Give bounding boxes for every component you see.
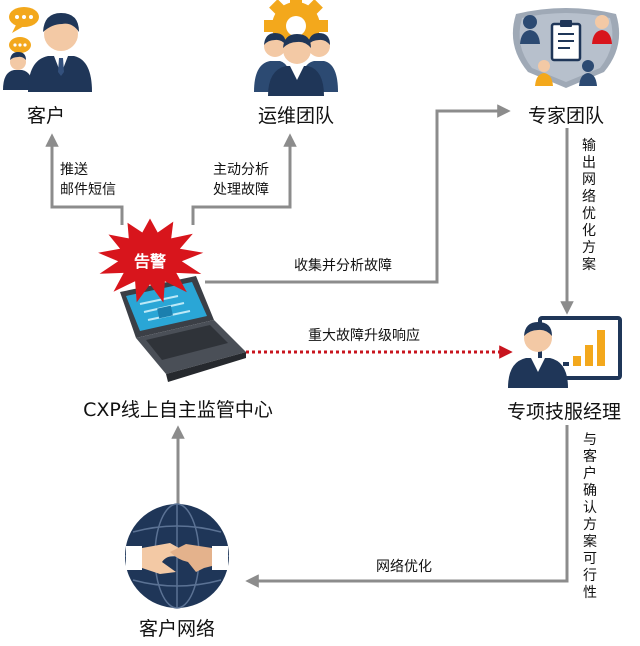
edge-label-analyze-line2: 处理故障	[213, 182, 269, 198]
edge-label-output-plan: 输出网络优化方案	[582, 138, 596, 273]
arrow-manager-to-network	[245, 425, 569, 588]
expert-team-label: 专家团队	[527, 105, 605, 127]
ops-team-icon	[254, 0, 338, 96]
edge-label-push-line2: 邮件短信	[60, 182, 116, 198]
monitor-laptop-icon	[120, 276, 246, 382]
arrow-collect-to-expert	[205, 104, 511, 284]
arrow-push-to-customer	[45, 133, 124, 225]
customer-network-label: 客户网络	[138, 618, 216, 640]
customer-icon	[3, 7, 92, 92]
edge-label-collect: 收集并分析故障	[294, 258, 392, 274]
monitor-center-label: CXP线上自主监管中心	[83, 399, 273, 421]
network-globe-icon	[125, 503, 229, 609]
manager-icon	[508, 316, 622, 388]
edge-label-optimize: 网络优化	[376, 559, 432, 575]
ops-team-label: 运维团队	[257, 105, 335, 127]
expert-team-icon	[512, 8, 620, 88]
customer-label: 客户	[26, 105, 66, 127]
alarm-badge-text: 告警	[134, 252, 167, 271]
alarm-burst-icon	[98, 218, 204, 303]
manager-label: 专项技服经理	[506, 401, 622, 423]
edge-label-analyze-line1: 主动分析	[213, 162, 269, 178]
edge-label-push-line1: 推送	[60, 162, 88, 178]
arrow-analyze-to-ops	[191, 133, 297, 225]
edge-label-confirm-plan: 与客户确认方案可行性	[583, 432, 597, 601]
edge-label-escalate: 重大故障升级响应	[308, 328, 420, 344]
